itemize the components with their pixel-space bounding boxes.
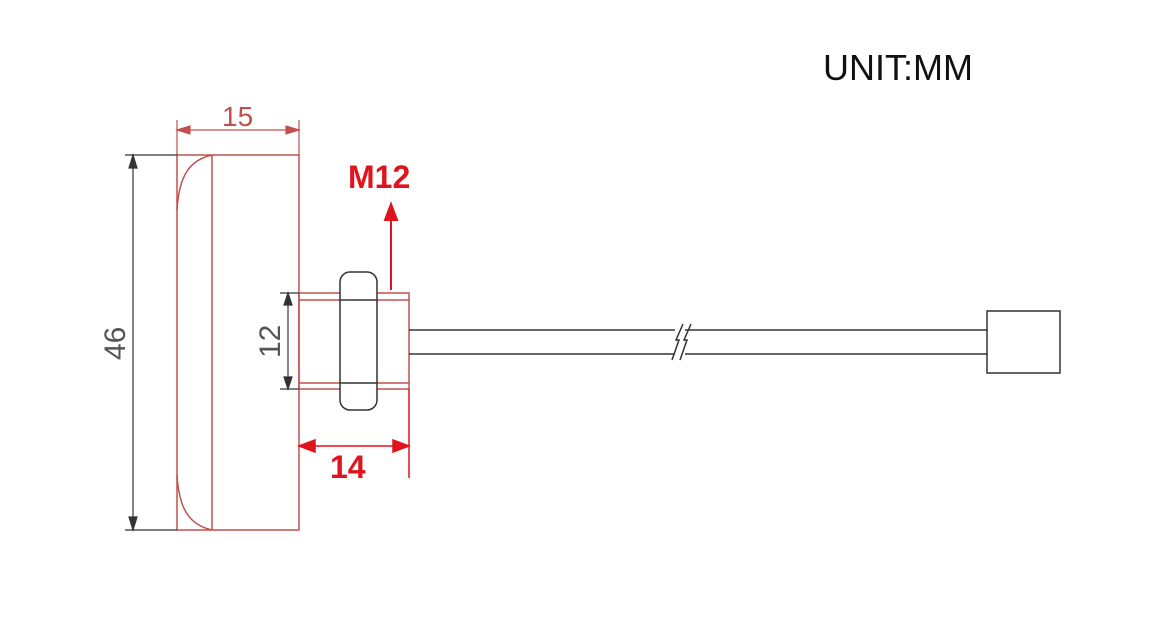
- thread-diameter-value: 12: [254, 325, 287, 358]
- thread-spec-label: M12: [348, 159, 410, 195]
- cable: [409, 323, 987, 361]
- thread-length-dimension: [296, 389, 412, 478]
- connector: [986, 310, 1061, 374]
- width-dimension: [174, 120, 302, 155]
- thread-length-value: 14: [330, 449, 366, 485]
- thread-spec-arrow: [383, 201, 399, 290]
- hex-nut: [339, 271, 378, 411]
- thread-diameter-dimension: [280, 291, 299, 391]
- height-dimension: [125, 152, 177, 533]
- width-value: 15: [222, 101, 253, 132]
- unit-label: UNIT:MM: [823, 47, 973, 88]
- height-value: 46: [99, 327, 132, 360]
